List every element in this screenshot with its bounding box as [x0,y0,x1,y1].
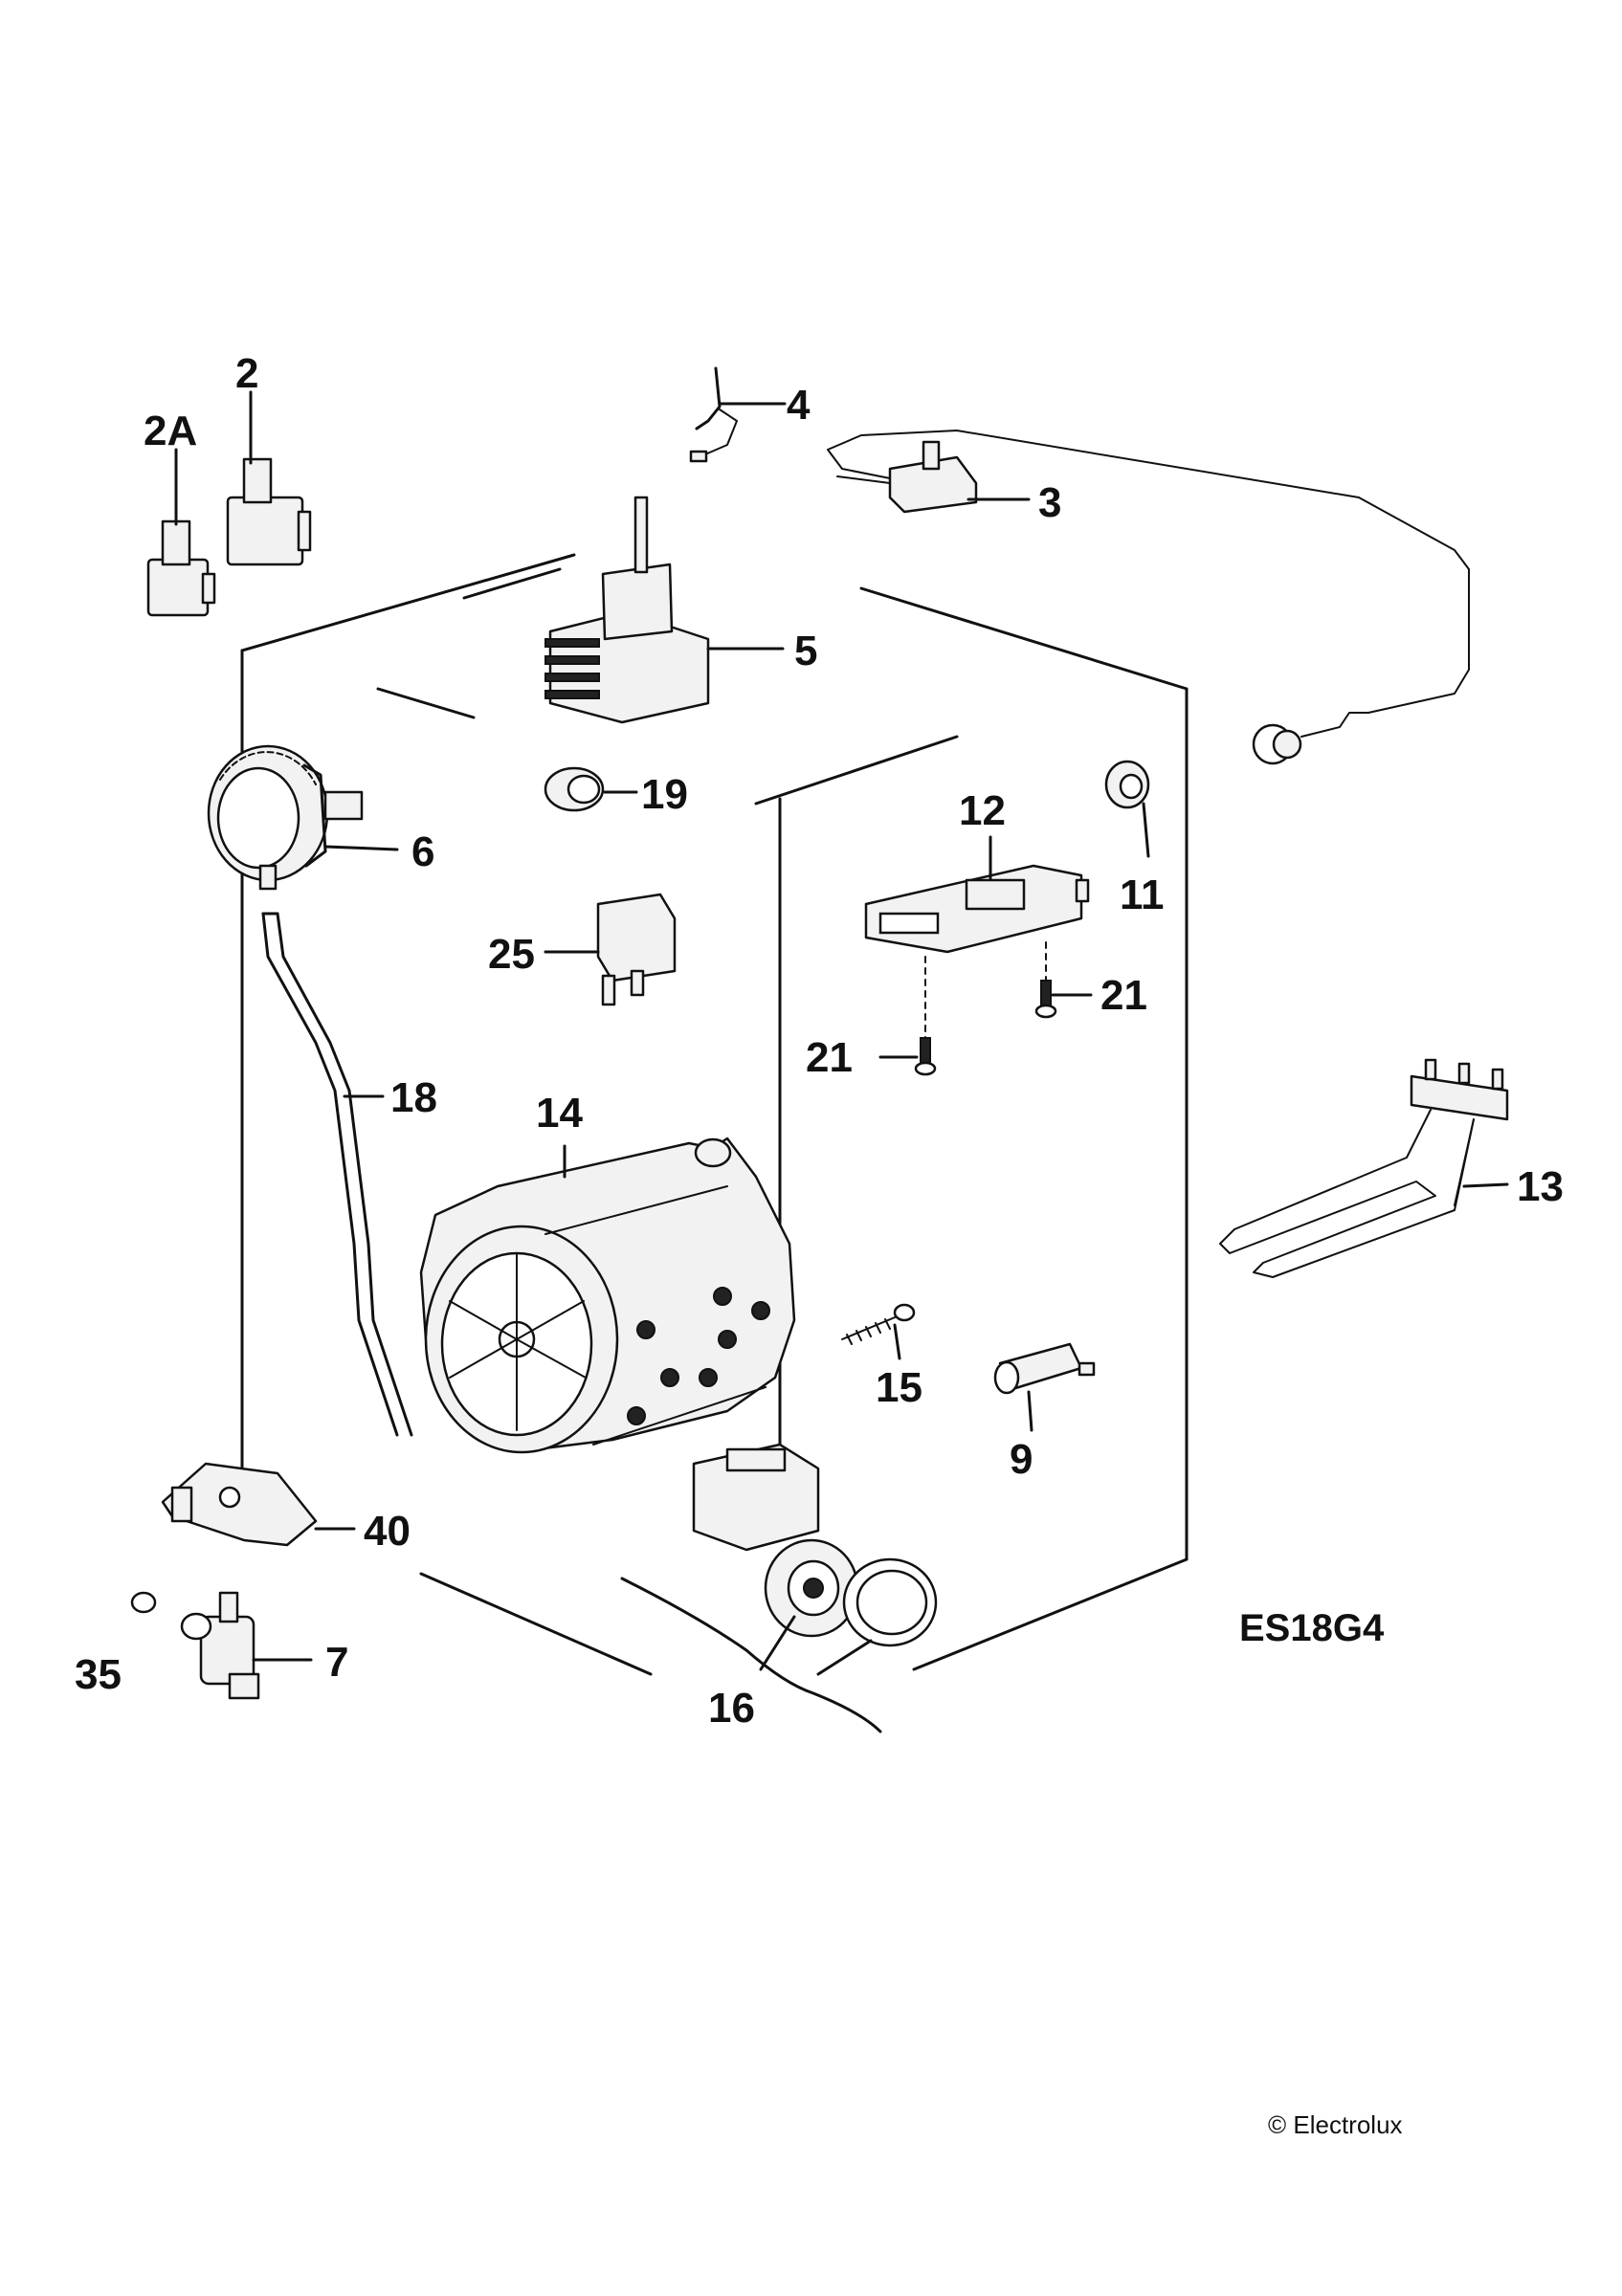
callout-7: 7 [325,1639,348,1686]
callout-35: 35 [75,1651,122,1698]
callout-21-left: 21 [806,1034,853,1081]
callout-15: 15 [876,1364,922,1411]
part-35-ring [130,1591,157,1614]
copyright-notice: © Electrolux [1268,2110,1403,2139]
cabinet-outline [240,553,1189,1676]
part-21-screw-a [1034,941,1057,1019]
part-14-motor [419,1137,796,1454]
part-2-switch [226,390,312,566]
callout-11: 11 [1120,872,1165,918]
part-13-heater [1219,1058,1509,1278]
part-25-suppressor [596,893,677,1006]
part-2a-switch [146,453,216,617]
part-15-screw [841,1303,916,1345]
callout-3: 3 [1038,479,1061,526]
timer-terminals [544,638,600,699]
callout-4: 4 [787,382,811,429]
leader-lines [174,390,1509,1676]
callout-16: 16 [708,1685,755,1732]
part-6-pressure-switch [207,744,364,891]
motor-terminals [627,1287,770,1425]
callout-40: 40 [364,1508,411,1555]
callout-18: 18 [390,1074,437,1121]
part-18-hose [261,912,413,1437]
callout-13: 13 [1517,1163,1564,1210]
callout-9: 9 [1010,1436,1033,1483]
part-19-grommet [544,766,605,812]
callout-12: 12 [959,787,1006,834]
part-3-thermostat [827,430,1470,765]
diagram-code: ES18G4 [1239,1607,1385,1649]
callout-2: 2 [235,350,258,397]
callout-5: 5 [794,628,817,674]
callout-25: 25 [488,931,535,978]
part-40-bracket [161,1462,318,1547]
callout-labels: 2A 2 4 3 5 6 19 11 12 25 21 21 18 14 13 … [75,350,1564,1732]
part-12-door-lock [864,864,1090,954]
part-11-grommet [1104,760,1150,809]
part-5-timer [544,496,710,724]
part-4-wire [689,366,738,463]
callout-19: 19 [641,771,688,818]
callout-6: 6 [411,828,434,875]
callout-21-right: 21 [1100,972,1147,1019]
part-9-capacitor [993,1342,1096,1395]
callout-2a: 2A [144,408,197,454]
motor-fan-spokes [449,1252,587,1431]
callout-14: 14 [536,1090,583,1137]
part-21-screw-b [914,956,937,1076]
part-16-pump [620,1443,938,1733]
part-7-valve [180,1591,260,1700]
